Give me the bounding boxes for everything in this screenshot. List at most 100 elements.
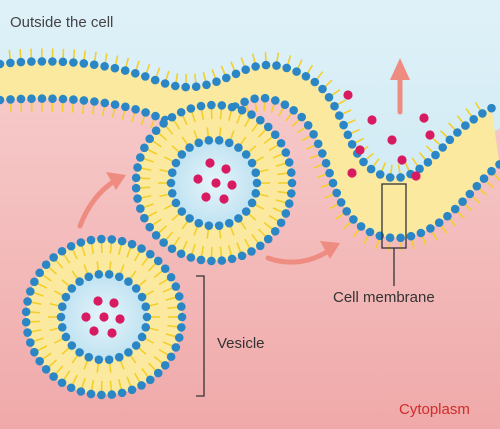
lipid-head: [241, 150, 251, 159]
lipid-head: [49, 253, 58, 262]
lipid-tail: [181, 221, 188, 230]
lipid-head: [247, 110, 256, 119]
lipid-head: [141, 322, 151, 332]
lipid-tail: [141, 256, 149, 266]
lipid-tail: [255, 156, 264, 162]
lipid-head: [385, 233, 395, 242]
lipid-tail: [297, 126, 306, 134]
lipid-head: [247, 247, 256, 256]
lipid-head: [110, 63, 120, 73]
lipid-head: [0, 59, 5, 69]
lipid-head: [423, 158, 433, 167]
lipid-tail: [229, 226, 235, 236]
lipid-head: [86, 235, 96, 245]
lipid-tail: [346, 119, 356, 125]
lipid-tail: [158, 225, 168, 234]
lipid-head: [30, 347, 39, 357]
lipid-tail: [165, 70, 170, 80]
lipid-head: [241, 65, 250, 74]
lipid-tail: [71, 103, 74, 113]
lipid-head: [167, 244, 177, 254]
lipid-head: [261, 60, 271, 70]
lipid-head: [167, 168, 177, 178]
lipid-head: [186, 104, 196, 113]
lipid-head: [151, 231, 161, 240]
lipid-tail: [337, 99, 347, 105]
lipid-tail: [220, 65, 226, 75]
lipid-tail: [90, 243, 95, 255]
cargo-molecule: [115, 314, 125, 324]
lipid-tail: [211, 69, 216, 79]
lipid-head: [48, 94, 57, 103]
lipid-head: [479, 174, 489, 183]
lipid-tail: [219, 109, 223, 120]
lipid-head: [35, 356, 44, 366]
lipid-head: [142, 312, 152, 322]
lipid-head: [191, 82, 201, 91]
lipid-tail: [272, 207, 283, 213]
lipid-head: [107, 390, 117, 399]
lipid-head: [151, 126, 161, 135]
lipid-head: [185, 214, 194, 223]
cargo-molecule: [201, 192, 211, 202]
lipid-head: [67, 284, 77, 293]
lipid-tail: [291, 119, 300, 127]
lipid-tail: [236, 113, 242, 124]
lipid-head: [313, 139, 323, 149]
lipid-head: [86, 389, 96, 399]
label-vesicle: Vesicle: [217, 335, 265, 352]
lipid-head: [250, 94, 259, 103]
lipid-head: [145, 222, 154, 232]
cargo-molecule: [387, 135, 397, 145]
lipid-tail: [33, 291, 44, 297]
lipid-head: [104, 355, 114, 364]
arrows: [77, 58, 410, 265]
lipid-head: [342, 207, 352, 216]
lipid-tail: [72, 249, 78, 260]
lipid-head: [234, 214, 243, 223]
lipid-head: [23, 328, 32, 337]
lipid-head: [58, 57, 68, 67]
lipid-tail: [147, 263, 157, 272]
lipid-tail: [277, 172, 288, 176]
lipid-head: [495, 160, 500, 169]
lipid-tail: [397, 164, 401, 174]
lipid-head: [141, 108, 150, 117]
lipid-head: [171, 158, 181, 168]
lipid-tail: [171, 213, 180, 221]
lipid-head: [131, 183, 141, 193]
lipid-head: [145, 375, 155, 385]
lipid-tail: [42, 274, 52, 282]
lipid-tail: [457, 211, 465, 220]
lipid-head: [56, 312, 66, 322]
lipid-tail: [390, 164, 393, 174]
lipid-tail: [263, 102, 266, 112]
lipid-head: [159, 119, 168, 128]
lipid-tail: [109, 380, 113, 391]
lipid-tail: [147, 362, 157, 371]
lipid-head: [107, 235, 117, 244]
lipid-tail: [431, 231, 438, 241]
lipid-head: [177, 312, 187, 322]
lipid-head: [207, 256, 216, 266]
lipid-head: [217, 101, 227, 110]
lipid-tail: [109, 243, 113, 254]
lipid-tail: [164, 204, 173, 210]
lipid-head: [434, 218, 444, 227]
lipid-tail: [449, 218, 457, 227]
cargo-molecule: [355, 145, 365, 155]
lipid-head: [26, 287, 35, 296]
lipid-tail: [254, 102, 258, 112]
lipid-head: [443, 211, 452, 221]
lipid-tail: [421, 236, 427, 246]
lipid-head: [212, 77, 221, 86]
vesicle-bottom: [21, 234, 187, 400]
lipid-head: [131, 105, 140, 114]
lipid-tail: [108, 363, 112, 373]
lipid-tail: [307, 64, 314, 74]
lipid-head: [349, 215, 358, 224]
lipid-tail: [275, 199, 286, 204]
lipid-head: [255, 241, 265, 251]
lipid-head: [461, 121, 470, 130]
lipid-tail: [276, 52, 280, 62]
